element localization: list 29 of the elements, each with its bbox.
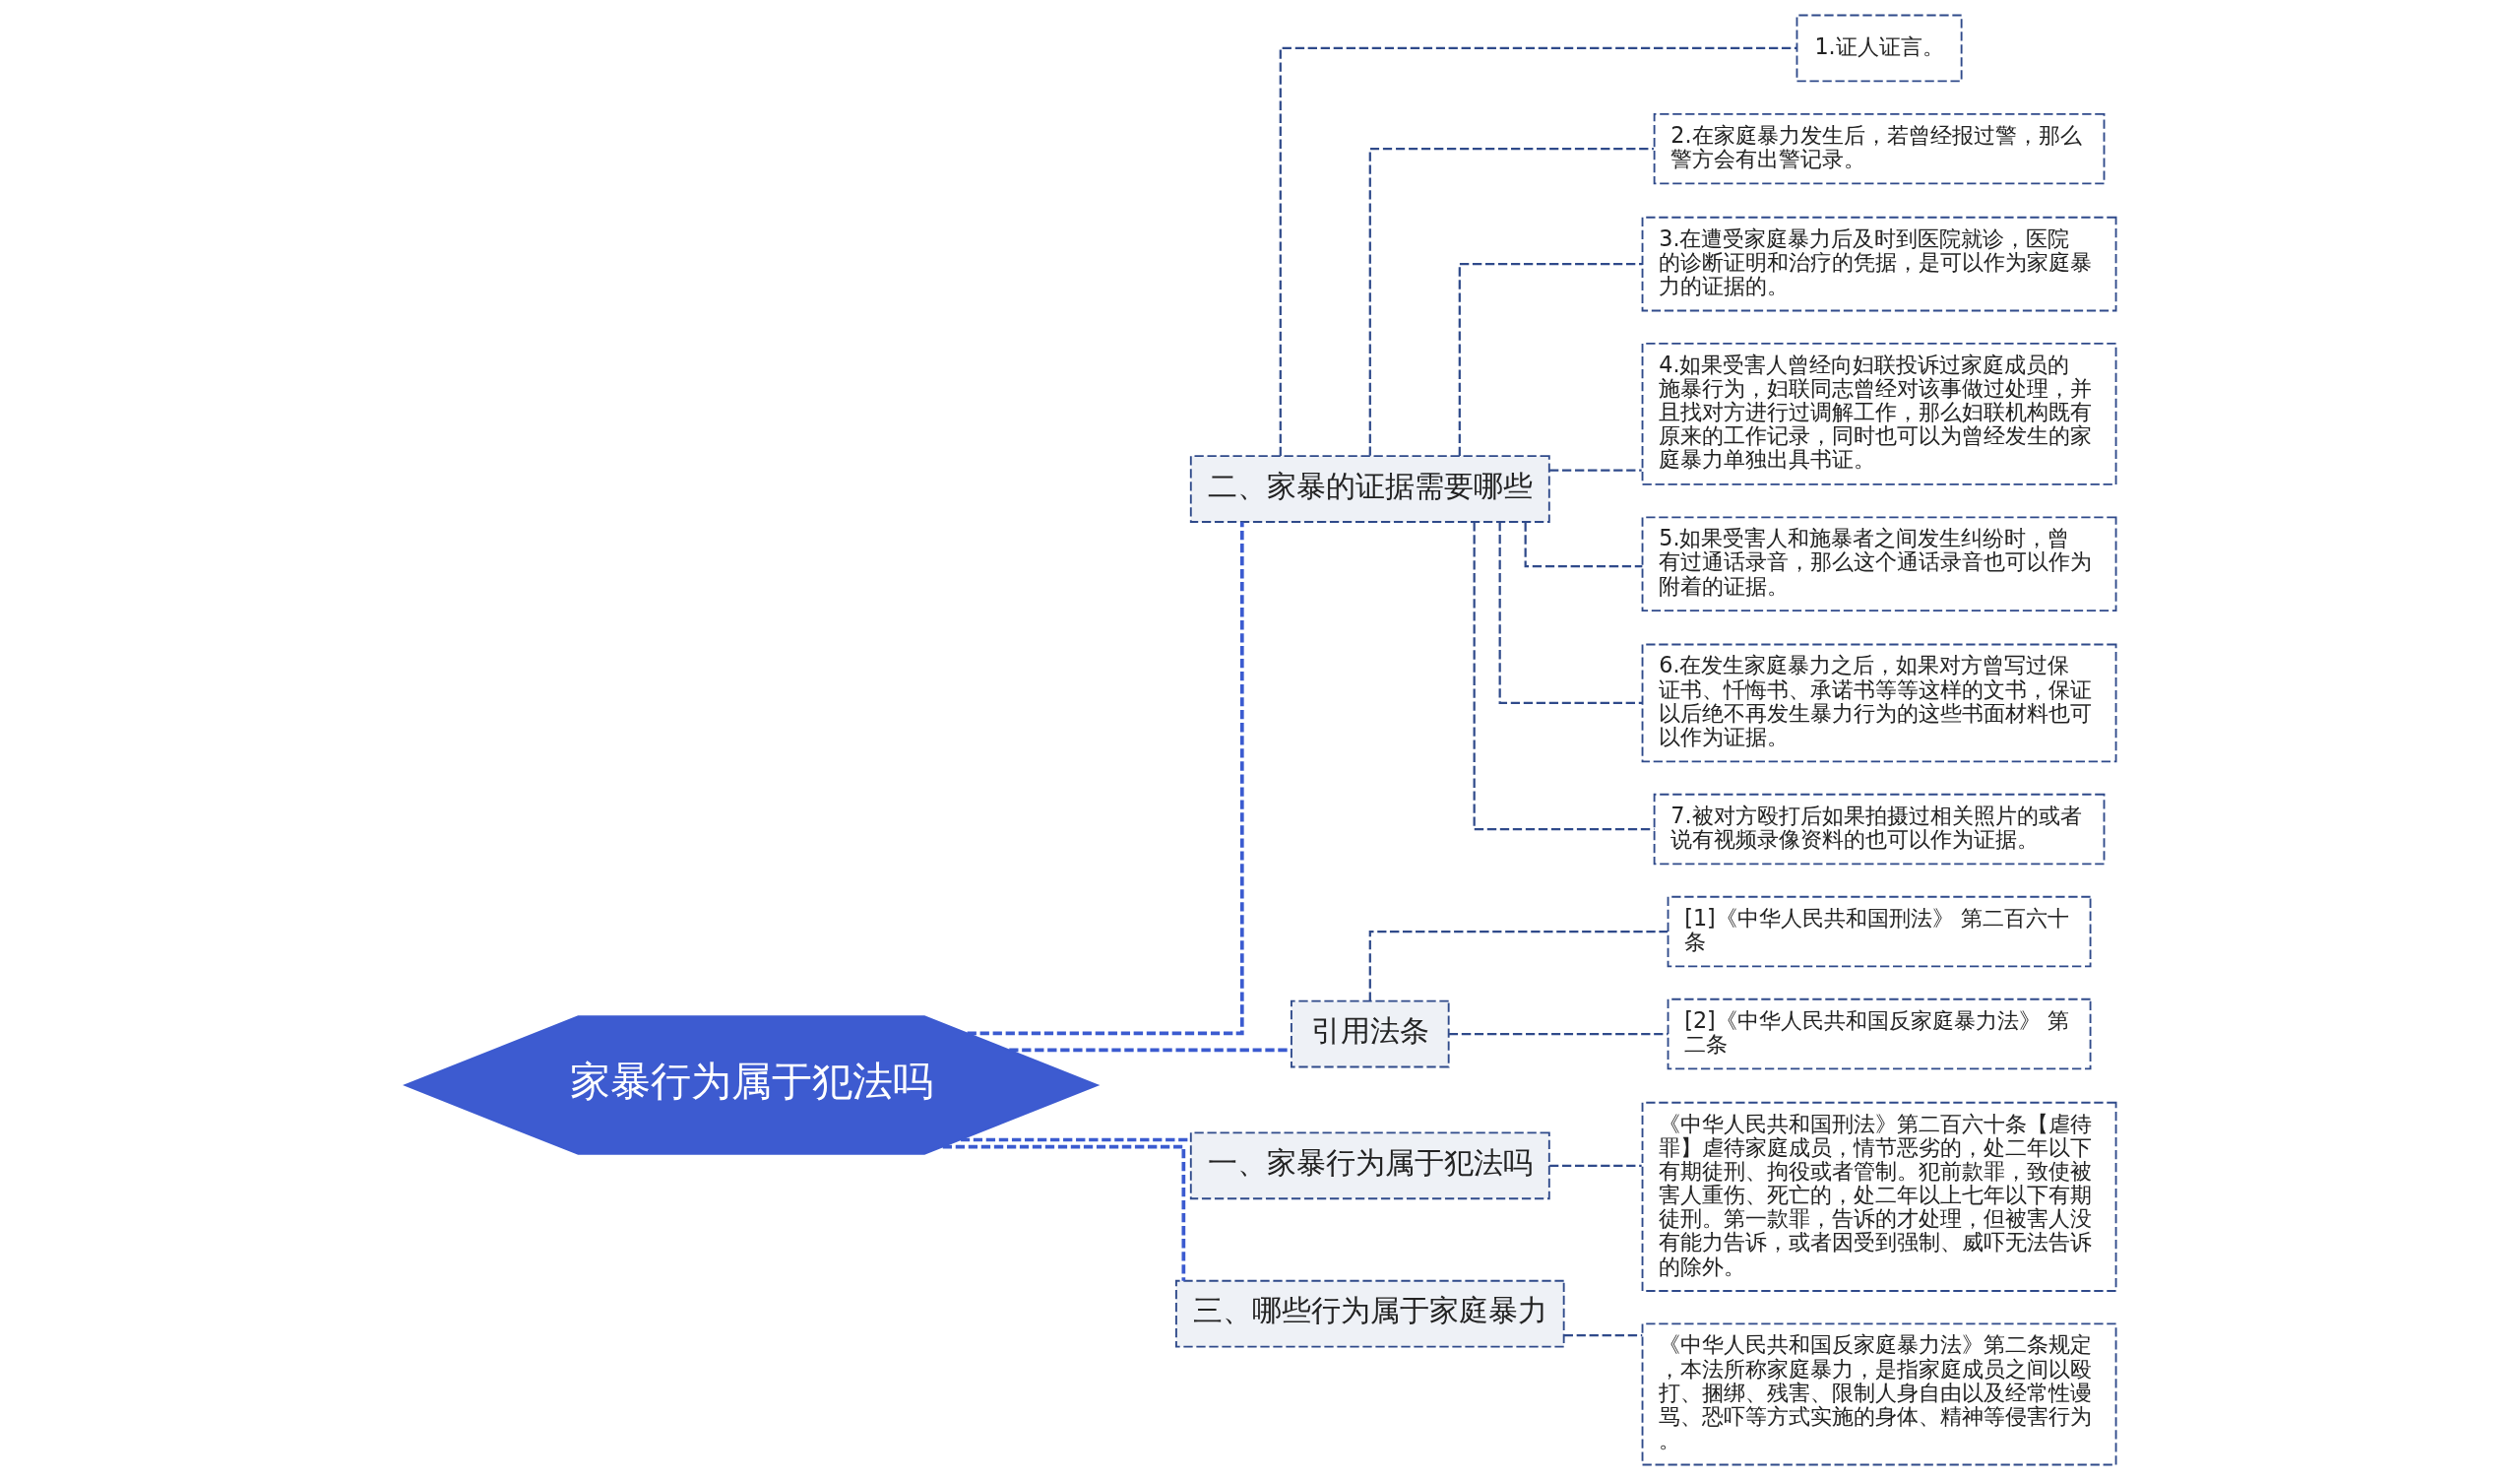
connector — [1548, 1164, 1642, 1167]
node-box: 5.如果受害人和施暴者之间发生纠纷时，曾有过通话录音，那么这个通话录音也可以作为附着的证据。 — [1641, 516, 2116, 612]
node-box: 3.在遭受家庭暴力后及时到医院就诊，医院的诊断证明和治疗的凭据，是可以作为家庭暴力的证据的。 — [1641, 216, 2116, 312]
connector — [1524, 522, 1642, 568]
connector — [1008, 1048, 1292, 1053]
node-box: [2]《中华人民共和国反家庭暴力法》 第二条 — [1667, 997, 2091, 1070]
node-box: 2.在家庭暴力发生后，若曾经报过警，那么警方会有出警记录。 — [1653, 112, 2105, 185]
node-box: 一、家暴行为属于犯法吗 — [1189, 1131, 1550, 1200]
connector — [1458, 263, 1643, 456]
connector — [1563, 1333, 1642, 1337]
node-box: 三、哪些行为属于家庭暴力 — [1174, 1279, 1565, 1348]
connector — [967, 522, 1244, 1036]
node-box: 7.被对方殴打后如果拍摄过相关照片的或者说有视频录像资料的也可以作为证据。 — [1653, 793, 2105, 866]
connector — [942, 1144, 1185, 1281]
node-box: 6.在发生家庭暴力之后，如果对方曾写过保证书、忏悔书、承诺书等等这样的文书，保证以后绝不再发生暴力行为的这些书面材料也可以作为证据。 — [1641, 643, 2116, 763]
node-box: 引用法条 — [1290, 999, 1450, 1068]
node-box: [1]《中华人民共和国刑法》 第二百六十条 — [1667, 895, 2091, 968]
connector — [1448, 1032, 1668, 1036]
connector — [1368, 148, 1654, 456]
node-box: 4.如果受害人曾经向妇联投诉过家庭成员的施暴行为，妇联同志曾经对该事做过处理，并且找对方进行过调解工作，那么妇联机构既有原来的工作记录，同时也可以为曾经发生的家庭暴力单独出具书证。 — [1641, 343, 2116, 485]
node-box: 1.证人证言。 — [1796, 14, 1963, 83]
connector — [1498, 522, 1642, 704]
node-box: 二、家暴的证据需要哪些 — [1189, 455, 1550, 523]
connector — [1279, 46, 1796, 456]
node-box: 《中华人民共和国反家庭暴力法》第二条规定，本法所称家庭暴力，是指家庭成员之间以殴打、捆绑、残害、限制人身自由以及经常性谩骂、恐吓等方式实施的身体、精神等侵害行为。 — [1641, 1322, 2116, 1466]
connector — [1368, 930, 1668, 1001]
node-box: 《中华人民共和国刑法》第二百六十条【虐待罪】虐待家庭成员，情节恶劣的，处二年以下有期徒刑、拘役或者管制。犯前款罪，致使被害人重伤、死亡的，处二年以上七年以下有期徒刑。第一款罪，告诉的才处理，但被害人没有能力告诉，或者因受到强制、威吓无法告诉的除外。 — [1641, 1101, 2116, 1292]
connector — [1473, 522, 1654, 831]
connector — [1548, 469, 1642, 472]
